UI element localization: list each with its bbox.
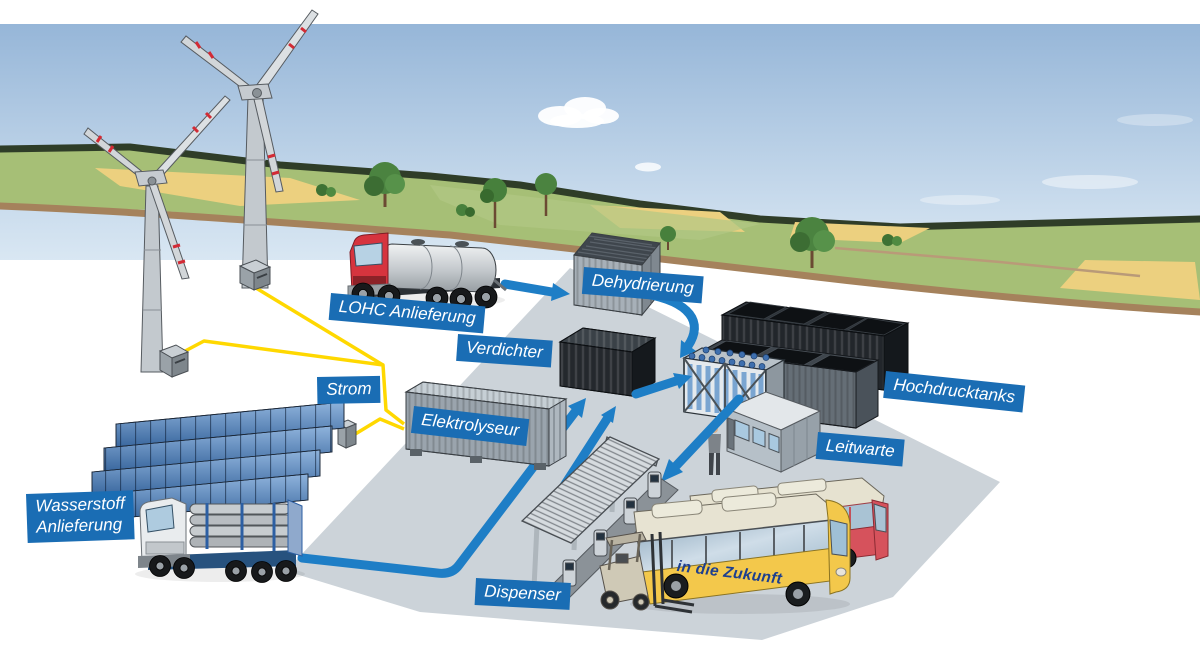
trees bbox=[316, 162, 902, 268]
fuel-pumps bbox=[562, 471, 662, 587]
solar-row bbox=[91, 449, 321, 499]
landscape bbox=[0, 143, 1200, 316]
dispenser-station bbox=[520, 436, 679, 605]
verdichter-container bbox=[558, 327, 657, 397]
field-shade bbox=[430, 185, 760, 240]
solar-row bbox=[115, 401, 345, 451]
hydrogen-truck bbox=[135, 497, 305, 583]
field-path bbox=[834, 246, 1141, 278]
tube-bundle bbox=[189, 499, 303, 557]
transformer-turbine-large bbox=[238, 259, 272, 291]
solar-array bbox=[79, 401, 345, 523]
leitwarte-door bbox=[727, 417, 735, 451]
power-lines bbox=[171, 286, 406, 438]
leitwarte-building bbox=[725, 391, 822, 473]
tree-line bbox=[0, 143, 1200, 231]
arrow-tanks-to-dispenser bbox=[661, 394, 744, 482]
hydrogen-delivery-pipe bbox=[297, 398, 586, 578]
wheels bbox=[149, 555, 297, 583]
forklift bbox=[599, 531, 695, 614]
container-feet bbox=[410, 449, 546, 470]
cylinder-domes bbox=[688, 346, 770, 370]
dispenser-canopy bbox=[520, 436, 661, 544]
transformer-boxes bbox=[158, 259, 358, 449]
wind-turbine-large bbox=[180, 9, 319, 289]
label-dispenser: Dispenser bbox=[474, 578, 571, 611]
transformer-turbine-small bbox=[158, 344, 190, 378]
label-strom: Strom bbox=[317, 375, 381, 405]
label-wasserstoff-anlieferung: Wasserstoff Anlieferung bbox=[26, 490, 136, 543]
clouds bbox=[538, 97, 1193, 205]
leitwarte-windows bbox=[734, 419, 780, 454]
bus-yellow bbox=[630, 492, 851, 614]
wind-turbine-small bbox=[83, 95, 231, 373]
solar-row bbox=[103, 425, 333, 475]
arrow-verdichter-to-tanks bbox=[631, 373, 692, 399]
arrow-lohc-to-dehydrierung bbox=[500, 279, 570, 301]
